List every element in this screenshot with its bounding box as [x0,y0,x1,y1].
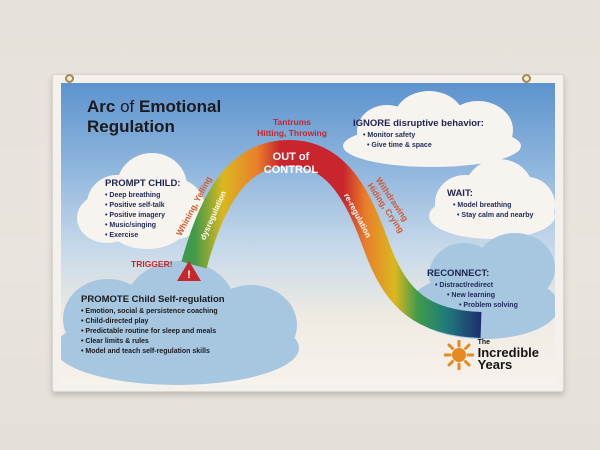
emotion-arc: ! [177,139,482,338]
peak-behaviors: Tantrums Hitting, Throwing [257,117,327,138]
svg-text:!: ! [187,269,191,281]
reconnect-block: RECONNECT: Distract/redirect New learnin… [427,269,518,311]
list-item: Positive imagery [105,211,180,221]
peak-label: OUT of CONTROL [263,151,319,176]
list-item: Model and teach self-regulation skills [81,347,225,357]
list-item: Music/singing [105,221,180,231]
incredible-years-logo: The Incredible Years [443,339,539,372]
list-item: Model breathing [453,201,533,211]
prompt-child-block: PROMPT CHILD: Deep breathing Positive se… [105,179,180,241]
trigger-label: TRIGGER! [131,259,173,269]
list-item: Distract/redirect [435,281,518,291]
list-item: Give time & space [367,141,484,151]
grommet-top-left [65,74,74,83]
poster-frame: ! Arc of Emotional Regulation OUT of CON… [52,74,564,392]
list-item: Positive self-talk [105,201,180,211]
list-item: New learning [447,291,518,301]
ignore-block: IGNORE disruptive behavior: Monitor safe… [353,119,484,151]
grommet-top-right [522,74,531,83]
wait-block: WAIT: Model breathing Stay calm and near… [447,189,533,221]
list-item: Predictable routine for sleep and meals [81,327,225,337]
list-item: Child-directed play [81,317,225,327]
list-item: Exercise [105,231,180,241]
list-item: Emotion, social & persistence coaching [81,307,225,317]
list-item: Stay calm and nearby [457,211,533,221]
list-item: Deep breathing [105,191,180,201]
promote-block: PROMOTE Child Self-regulation Emotion, s… [81,295,225,357]
logo-text: The Incredible Years [477,339,539,372]
list-item: Problem solving [459,301,517,311]
sun-icon [443,340,474,370]
list-item: Monitor safety [363,131,484,141]
poster-print: ! Arc of Emotional Regulation OUT of CON… [61,83,555,385]
list-item: Clear limits & rules [81,337,225,347]
poster-title: Arc of Emotional Regulation [87,97,222,136]
